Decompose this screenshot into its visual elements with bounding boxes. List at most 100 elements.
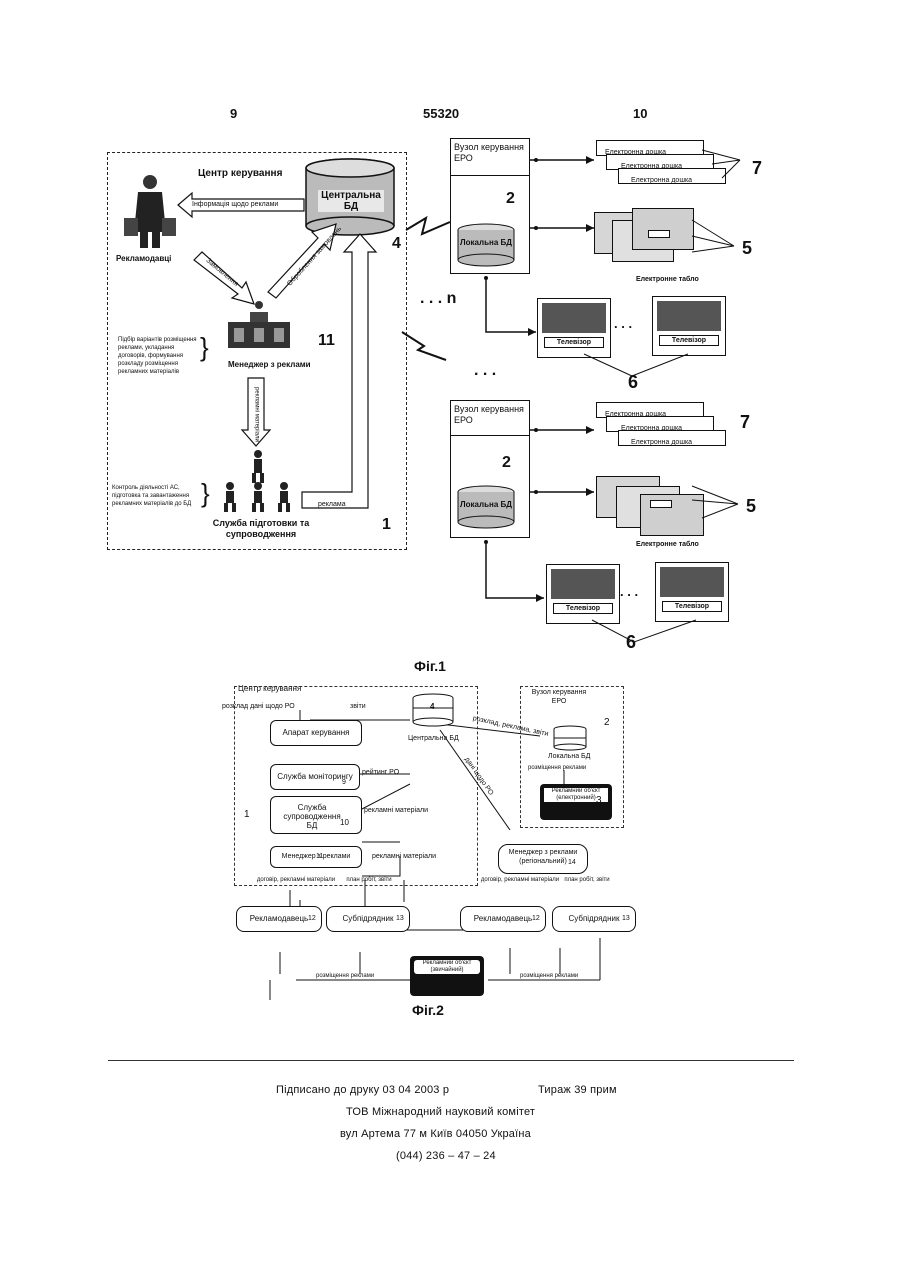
fig2-num-12b: 12 [532, 914, 540, 923]
scoreboard-2-label: Електронне табло [636, 540, 699, 549]
control-center-title: Центр керування [198, 168, 282, 179]
num-4: 4 [392, 235, 401, 253]
manager-icon [224, 300, 294, 350]
fig2-num-1: 1 [244, 810, 250, 819]
monitoring-box: Служба моніторингу [270, 764, 360, 790]
figure-2: Центр керування розклад дані щодо РО зві… [0, 680, 900, 1020]
tv-1-connector [480, 272, 540, 342]
scoreboard-1-label: Електронне табло [636, 275, 699, 284]
tv-2b-screen [660, 567, 724, 597]
num-5-a: 5 [742, 238, 752, 259]
footer-divider [108, 1060, 794, 1061]
materials2-label: рекламні матеріали [372, 852, 436, 861]
brace-1: } [200, 332, 209, 363]
figure-1: Центр керування Центральна БД Рекламодав… [0, 0, 900, 680]
fig2-center-title: Центр керування [238, 684, 301, 693]
fig2-num-2: 2 [604, 718, 610, 727]
tv-2-dots: . . . [620, 584, 638, 599]
tv-2-pointer [588, 618, 708, 648]
tv-1a: Телевізор [537, 298, 611, 358]
advertisers-icon [120, 172, 180, 252]
placing-label: розміщення реклами [528, 764, 586, 773]
fig2-num-10: 10 [340, 818, 349, 827]
plan-right-label: план робіт, звіти [564, 876, 610, 885]
manager-note: Підбір варіантів розміщення реклами, укл… [118, 336, 200, 376]
footer-copies: Тираж 39 прим [538, 1084, 617, 1096]
footer-phone: (044) 236 – 47 – 24 [396, 1150, 496, 1162]
state-label: рейтинг РО [362, 768, 399, 777]
ad-return-arrow [300, 232, 380, 522]
link-bolt-1 [404, 210, 454, 250]
fig2-local-db-icon [550, 724, 590, 754]
fig2-central-db-icon [408, 692, 458, 730]
scoreboard-1-slot [648, 230, 670, 238]
fig2-num-4: 4 [430, 702, 434, 711]
fig2-num-13a: 13 [396, 914, 404, 923]
fig2-num-12a: 12 [308, 914, 316, 923]
scoreboard-2-slot [650, 500, 672, 508]
fig2-node-label: Вузол керування ЕРО [524, 688, 594, 706]
contract-left-label: договір, рекламні матеріали [256, 876, 336, 885]
central-db-label: Центральна БД [318, 190, 384, 212]
node-2-arrows [528, 420, 598, 506]
dots-n: . . . n [420, 290, 456, 308]
tv-1-dots: . . . [614, 316, 632, 331]
plan-left-label: план робіт, звіти [346, 876, 392, 885]
manager-label: Менеджер з реклами [228, 360, 311, 369]
footer-signed: Підписано до друку 03 04 2003 р [276, 1084, 449, 1096]
local-db-2-label: Локальна БД [460, 500, 512, 509]
num-7-a: 7 [752, 158, 762, 179]
num-2-a: 2 [506, 190, 515, 208]
scoreboard-1-pointer [690, 216, 740, 256]
tv-1a-screen [542, 303, 606, 333]
service-note: Контроль діяльності АС, підготовка та за… [112, 484, 204, 508]
tv-2a-screen [551, 569, 615, 599]
placing-left-label: розміщення реклами [316, 972, 374, 981]
board-1-pointer [700, 144, 744, 184]
num-2-b: 2 [502, 454, 511, 472]
footer-org: ТОВ Міжнародний науковий комітет [346, 1106, 535, 1118]
node-1-title: Вузол керування ЕРО [454, 142, 526, 164]
fig2-num-13b: 13 [622, 914, 630, 923]
fig2-num-9: 9 [342, 778, 346, 787]
brace-2: } [201, 478, 210, 509]
node-1-arrows [528, 150, 598, 240]
contract-right-label: договір, рекламні матеріали [480, 876, 560, 885]
dots-1: . . . [474, 362, 496, 380]
tv-2-connector [480, 536, 550, 606]
num-6-a: 6 [628, 372, 638, 393]
fig2-local-db-label: Локальна БД [548, 752, 590, 761]
num-5-b: 5 [746, 496, 756, 517]
fig2-num-3: 3 [596, 796, 602, 805]
materials-label: рекламні матеріали [364, 806, 428, 815]
ad-label: реклама [318, 500, 346, 509]
num-1: 1 [382, 516, 391, 534]
num-7-b: 7 [740, 412, 750, 433]
fig2-schedule-label: розклад дані щодо РО [222, 702, 295, 711]
plain-object: Рекламний об'єкт (звичайний) [410, 956, 484, 996]
placing-right-label: розміщення реклами [520, 972, 578, 981]
fig-2-caption: Фіг.2 [412, 1002, 444, 1018]
tv-2a: Телевізор [546, 564, 620, 624]
support-box: Служба супроводження БД [270, 796, 362, 834]
footer-address: вул Артема 77 м Київ 04050 Україна [340, 1128, 531, 1140]
fig2-num-11: 11 [316, 852, 323, 861]
board-2c: Електронна дошка [618, 430, 726, 446]
num-6-b: 6 [626, 632, 636, 653]
advertisers-label: Рекламодавці [116, 254, 171, 263]
link-bolt-2 [400, 328, 450, 364]
fig2-central-db-label: Центральна БД [408, 734, 459, 743]
num-11: 11 [318, 332, 335, 350]
service-staff-icon [218, 448, 298, 514]
node-2-title: Вузол керування ЕРО [454, 404, 526, 426]
materials-arrow-label: рекламні матеріали [252, 383, 261, 447]
local-db-1-label: Локальна БД [460, 238, 512, 247]
tv-1b-screen [657, 301, 721, 331]
fig2-reports-label: звіти [350, 702, 366, 711]
fig2-num-14: 14 [568, 858, 576, 867]
tv-1-pointer [580, 352, 700, 382]
fig-1-caption: Фіг.1 [414, 658, 446, 674]
info-arrow-label: Інформація щодо реклами [192, 200, 278, 209]
scoreboard-2-pointer [690, 482, 744, 522]
tv-1b: Телевізор [652, 296, 726, 356]
